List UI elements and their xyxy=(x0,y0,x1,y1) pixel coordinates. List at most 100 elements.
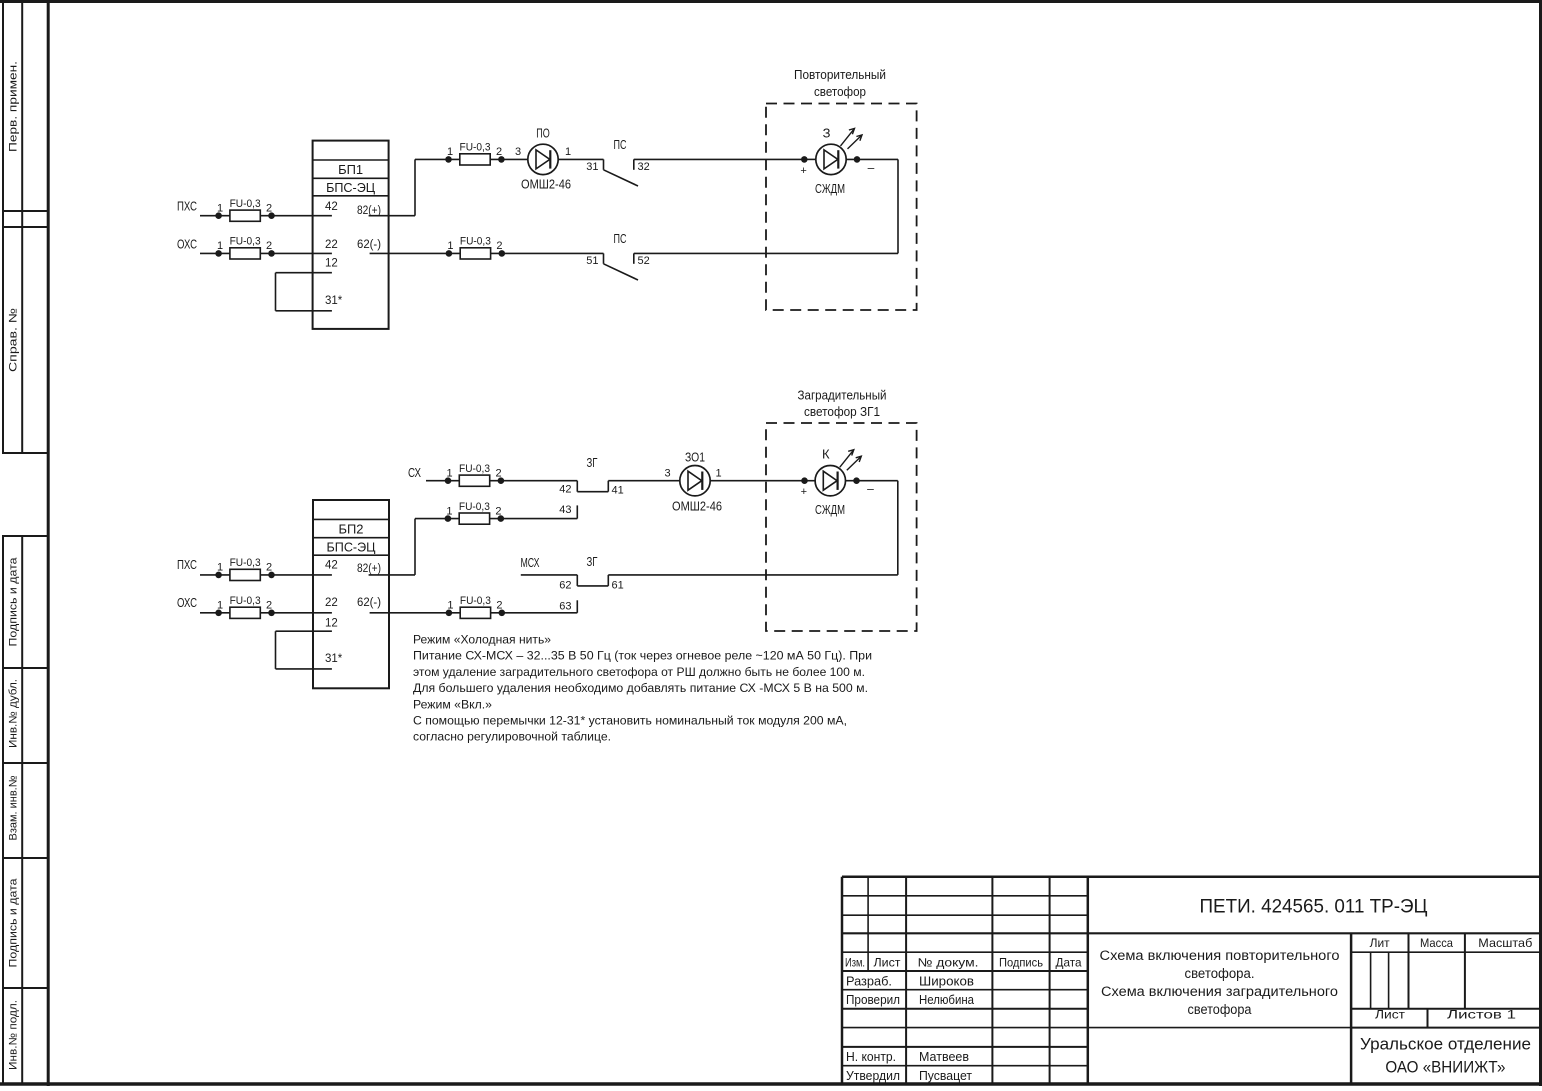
svg-text:Лит: Лит xyxy=(1370,936,1390,950)
svg-text:Справ. №: Справ. № xyxy=(8,308,20,372)
svg-text:светофор: светофор xyxy=(814,84,866,99)
svg-text:42: 42 xyxy=(559,484,571,496)
svg-text:ПХС: ПХС xyxy=(177,199,197,214)
svg-text:2: 2 xyxy=(266,562,272,574)
svg-text:светофора: светофора xyxy=(1188,1002,1252,1017)
svg-text:ОХС: ОХС xyxy=(177,236,197,251)
svg-text:З: З xyxy=(823,126,831,141)
svg-text:этом удаление заградительного: этом удаление заградительного светофора … xyxy=(413,665,865,679)
svg-text:ОМШ2-46: ОМШ2-46 xyxy=(521,177,571,191)
svg-text:41: 41 xyxy=(612,485,624,497)
svg-text:Питание СХ-МСХ – 32...35 В 50: Питание СХ-МСХ – 32...35 В 50 Гц (ток че… xyxy=(413,649,872,663)
svg-text:Режим «Холодная нить»: Режим «Холодная нить» xyxy=(413,633,551,647)
svg-text:FU-0,3: FU-0,3 xyxy=(459,463,490,475)
svg-text:Режим «Вкл.»: Режим «Вкл.» xyxy=(413,697,492,711)
svg-text:Разраб.: Разраб. xyxy=(846,974,892,988)
svg-text:31*: 31* xyxy=(325,653,343,665)
svg-text:FU-0,3: FU-0,3 xyxy=(459,501,490,513)
svg-text:2: 2 xyxy=(266,240,272,252)
svg-text:2: 2 xyxy=(496,240,502,252)
svg-text:Инв.№ дубл.: Инв.№ дубл. xyxy=(8,679,20,748)
svg-text:согласно регулировочной таблиц: согласно регулировочной таблице. xyxy=(413,730,611,744)
svg-text:Масса: Масса xyxy=(1420,936,1453,950)
svg-text:Проверил: Проверил xyxy=(846,993,900,1007)
svg-text:42: 42 xyxy=(325,559,338,571)
svg-text:31*: 31* xyxy=(325,295,343,307)
svg-text:С помощью перемычки 12-31* уст: С помощью перемычки 12-31* установить но… xyxy=(413,714,847,728)
svg-text:Лист: Лист xyxy=(1375,1007,1406,1021)
svg-text:Дата: Дата xyxy=(1056,956,1082,970)
svg-text:2: 2 xyxy=(496,600,502,612)
svg-text:3: 3 xyxy=(664,468,670,480)
svg-text:1: 1 xyxy=(217,562,223,574)
svg-text:62(-): 62(-) xyxy=(357,239,381,251)
svg-text:ПО: ПО xyxy=(536,126,550,141)
svg-text:62: 62 xyxy=(559,580,571,592)
svg-text:К: К xyxy=(822,447,830,462)
svg-text:FU-0,3: FU-0,3 xyxy=(230,557,261,569)
svg-text:ПС: ПС xyxy=(614,137,627,152)
svg-text:Инв.№ подл.: Инв.№ подл. xyxy=(8,1000,20,1070)
svg-text:ЗО1: ЗО1 xyxy=(685,450,705,465)
svg-text:52: 52 xyxy=(638,255,650,267)
svg-text:Схема включения повторительног: Схема включения повторительного xyxy=(1100,948,1340,963)
svg-text:12: 12 xyxy=(325,257,338,269)
svg-text:43: 43 xyxy=(559,504,571,516)
svg-text:FU-0,3: FU-0,3 xyxy=(460,142,491,154)
svg-text:63: 63 xyxy=(559,601,571,613)
svg-text:2: 2 xyxy=(266,203,272,215)
svg-text:ПС: ПС xyxy=(614,231,627,246)
svg-text:FU-0,3: FU-0,3 xyxy=(460,595,491,607)
svg-text:–: – xyxy=(868,161,875,175)
svg-text:ЗГ: ЗГ xyxy=(587,554,598,569)
svg-text:42: 42 xyxy=(325,201,338,213)
svg-text:Подпись и дата: Подпись и дата xyxy=(8,557,20,647)
svg-text:Изм.: Изм. xyxy=(845,956,865,970)
svg-text:Н. контр.: Н. контр. xyxy=(846,1050,896,1064)
svg-text:1: 1 xyxy=(447,240,453,252)
svg-text:1: 1 xyxy=(447,146,453,158)
svg-text:Нелюбина: Нелюбина xyxy=(919,993,974,1007)
svg-text:1: 1 xyxy=(565,146,571,158)
svg-text:ПХС: ПХС xyxy=(177,557,197,572)
svg-text:3: 3 xyxy=(515,146,521,158)
svg-text:ЗГ: ЗГ xyxy=(587,455,598,470)
svg-text:Подпись: Подпись xyxy=(999,956,1043,970)
svg-text:СЖДМ: СЖДМ xyxy=(815,502,845,517)
svg-text:2: 2 xyxy=(495,468,501,480)
svg-text:61: 61 xyxy=(612,580,624,592)
svg-text:ОМШ2-46: ОМШ2-46 xyxy=(672,500,722,514)
svg-text:светофор ЗГ1: светофор ЗГ1 xyxy=(804,404,880,419)
svg-text:Для большего удаления необходи: Для большего удаления необходимо добавля… xyxy=(413,681,868,695)
svg-text:Схема включения заградительног: Схема включения заградительного xyxy=(1101,984,1338,999)
svg-text:82(+): 82(+) xyxy=(357,563,381,575)
svg-text:Уральское отделение: Уральское отделение xyxy=(1360,1035,1531,1054)
svg-text:FU-0,3: FU-0,3 xyxy=(230,236,261,248)
svg-text:ОАО «ВНИИЖТ»: ОАО «ВНИИЖТ» xyxy=(1385,1058,1505,1077)
svg-text:№ докум.: № докум. xyxy=(918,956,979,970)
svg-text:1: 1 xyxy=(447,600,453,612)
svg-text:Матвеев: Матвеев xyxy=(919,1050,969,1064)
svg-text:Повторительный: Повторительный xyxy=(794,67,886,82)
svg-text:+: + xyxy=(800,165,806,177)
svg-text:Подпись и дата: Подпись и дата xyxy=(8,878,20,968)
svg-text:62(-): 62(-) xyxy=(357,597,381,609)
svg-text:82(+): 82(+) xyxy=(357,205,381,217)
svg-text:1: 1 xyxy=(217,600,223,612)
svg-text:БПС-ЭЦ: БПС-ЭЦ xyxy=(326,180,375,195)
svg-text:1: 1 xyxy=(716,468,722,480)
svg-text:22: 22 xyxy=(325,239,338,251)
svg-text:12: 12 xyxy=(325,617,338,629)
svg-text:СХ: СХ xyxy=(408,465,421,480)
svg-text:22: 22 xyxy=(325,597,338,609)
svg-text:–: – xyxy=(867,482,874,496)
svg-text:Заградительный: Заградительный xyxy=(798,387,887,402)
svg-text:Утвердил: Утвердил xyxy=(846,1069,900,1083)
svg-text:FU-0,3: FU-0,3 xyxy=(460,236,491,248)
svg-text:+: + xyxy=(801,486,807,498)
svg-text:51: 51 xyxy=(586,255,598,267)
svg-text:FU-0,3: FU-0,3 xyxy=(230,198,261,210)
svg-text:БПС-ЭЦ: БПС-ЭЦ xyxy=(327,540,376,555)
svg-text:СЖДМ: СЖДМ xyxy=(815,181,845,196)
svg-text:Лист: Лист xyxy=(874,956,902,970)
